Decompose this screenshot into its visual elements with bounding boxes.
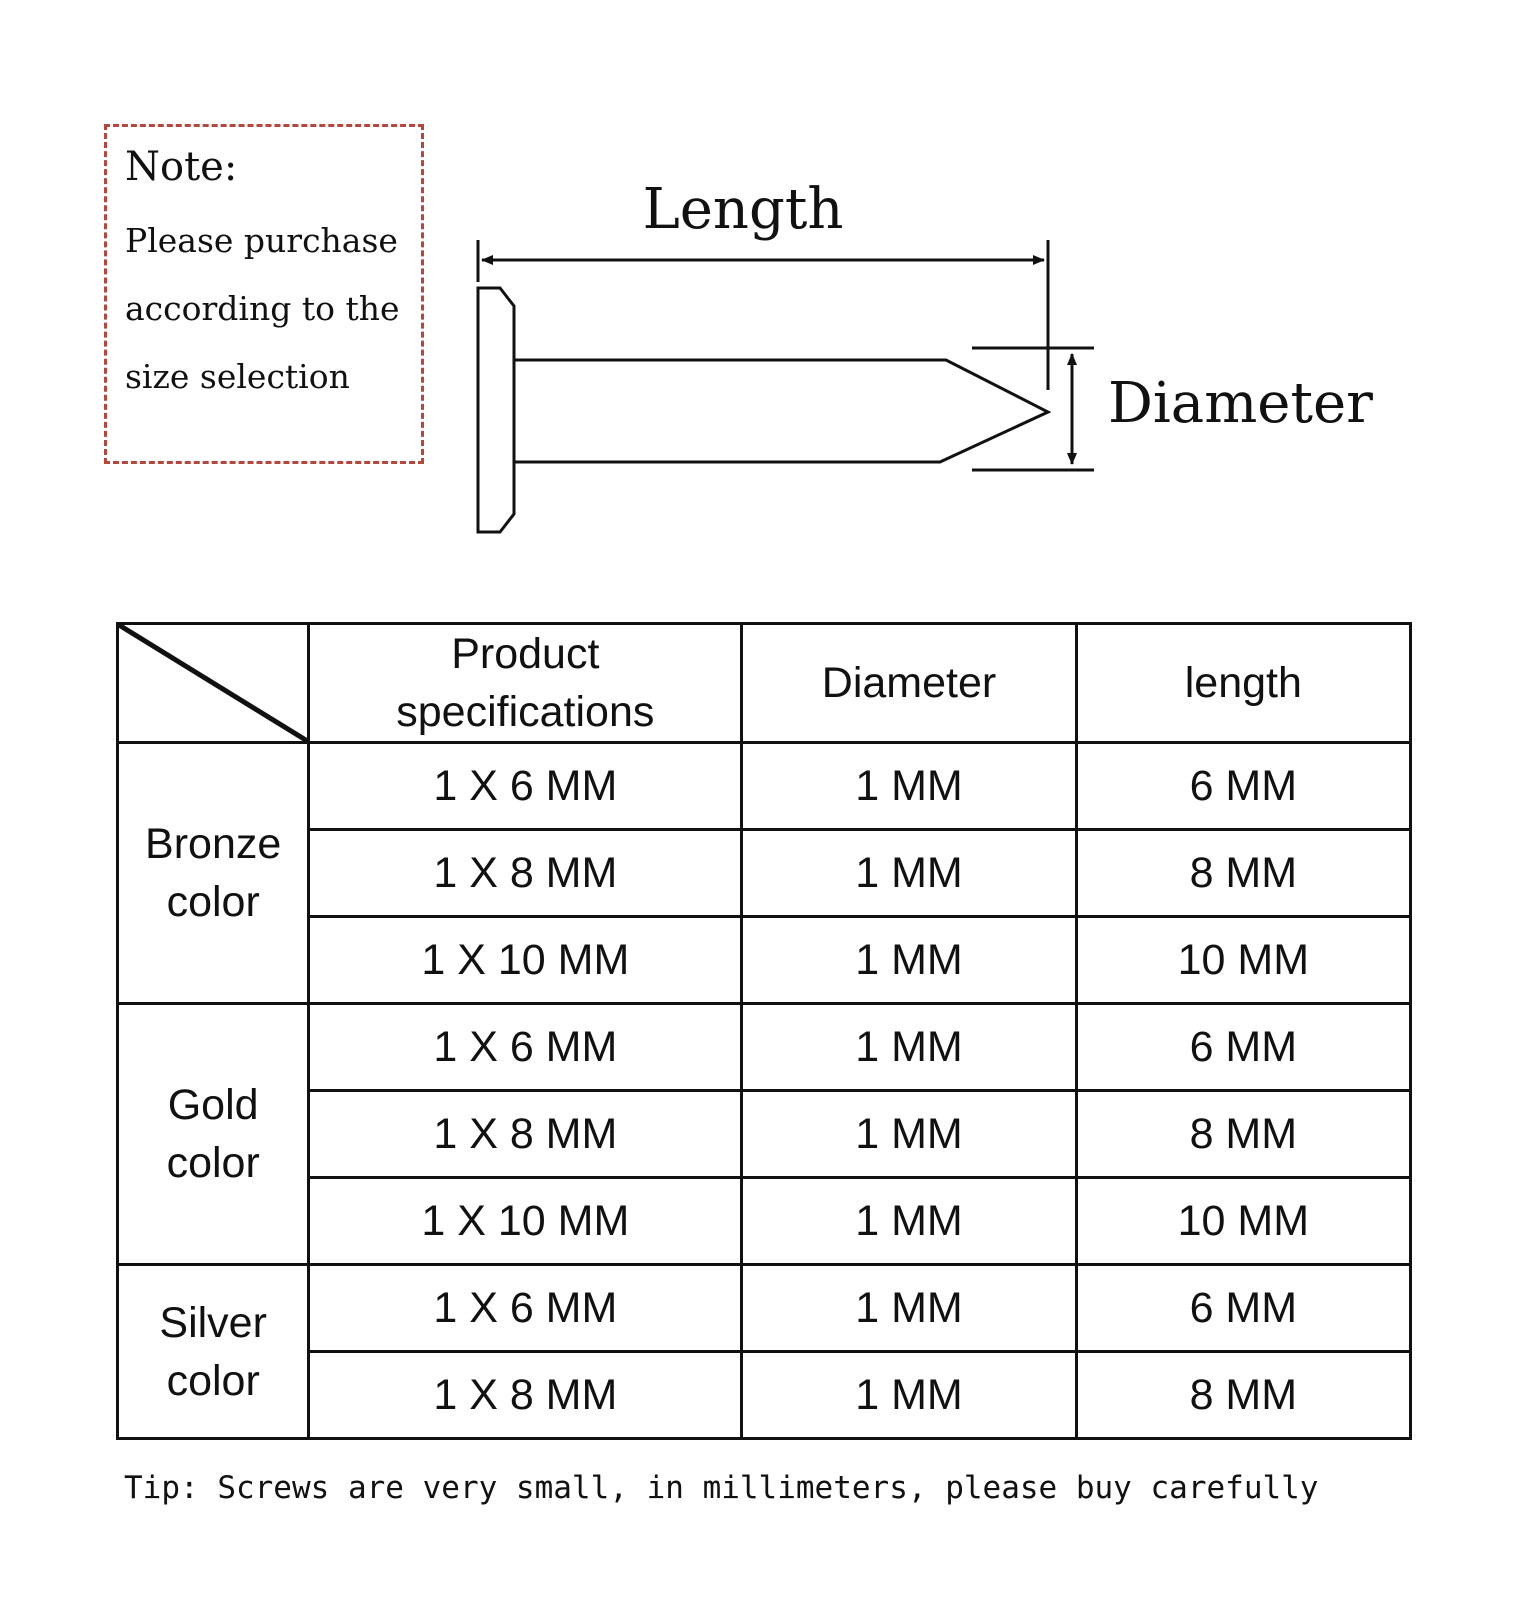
spec-cell: 1 X 10 MM (307, 1176, 744, 1266)
diameter-cell: 1 MM (740, 1176, 1078, 1266)
length-cell: 8 MM (1074, 828, 1413, 918)
corner-diagonal (119, 625, 307, 741)
diameter-cell: 1 MM (740, 1002, 1078, 1092)
header-product-specifications: Product specifications (307, 622, 744, 744)
diameter-cell: 1 MM (740, 1350, 1078, 1440)
length-cell: 6 MM (1074, 741, 1413, 831)
corner-cell (115, 622, 311, 744)
group-label: Bronze color (115, 741, 311, 1005)
spec-cell: 1 X 6 MM (307, 741, 744, 831)
length-label: Length (643, 177, 844, 242)
spec-cell: 1 X 10 MM (307, 915, 744, 1005)
length-cell: 6 MM (1074, 1002, 1413, 1092)
note-line-3: size selection (125, 357, 350, 396)
group-label: Silver color (115, 1263, 311, 1440)
diameter-cell: 1 MM (740, 741, 1078, 831)
nail-diagram: Length Diameter (476, 177, 1373, 534)
spec-cell: 1 X 6 MM (307, 1263, 744, 1353)
length-cell: 10 MM (1074, 1176, 1413, 1266)
diameter-cell: 1 MM (740, 1089, 1078, 1179)
header-length: length (1074, 622, 1413, 744)
note-line-2: according to the (125, 289, 400, 328)
spec-cell: 1 X 8 MM (307, 1089, 744, 1179)
group-label: Gold color (115, 1002, 311, 1266)
diameter-cell: 1 MM (740, 828, 1078, 918)
nail-head (476, 286, 516, 534)
diameter-cell: 1 MM (740, 1263, 1078, 1353)
length-cell: 8 MM (1074, 1350, 1413, 1440)
diameter-cell: 1 MM (740, 915, 1078, 1005)
length-cell: 8 MM (1074, 1089, 1413, 1179)
header-diameter: Diameter (740, 622, 1078, 744)
table-header-row: Product specifications Diameter length (115, 622, 1413, 744)
diameter-label: Diameter (1108, 371, 1373, 436)
spec-cell: 1 X 8 MM (307, 1350, 744, 1440)
note-title: Note: (125, 144, 238, 190)
spec-cell: 1 X 6 MM (307, 1002, 744, 1092)
nail-shank (514, 358, 1052, 464)
length-cell: 10 MM (1074, 915, 1413, 1005)
note-line-1: Please purchase (125, 221, 398, 260)
length-cell: 6 MM (1074, 1263, 1413, 1353)
tip-text: Tip: Screws are very small, in millimete… (124, 1470, 1319, 1506)
spec-cell: 1 X 8 MM (307, 828, 744, 918)
note-box: Note: Please purchase according to the s… (104, 124, 424, 464)
spec-table: Product specifications Diameter length B… (115, 622, 1413, 1440)
